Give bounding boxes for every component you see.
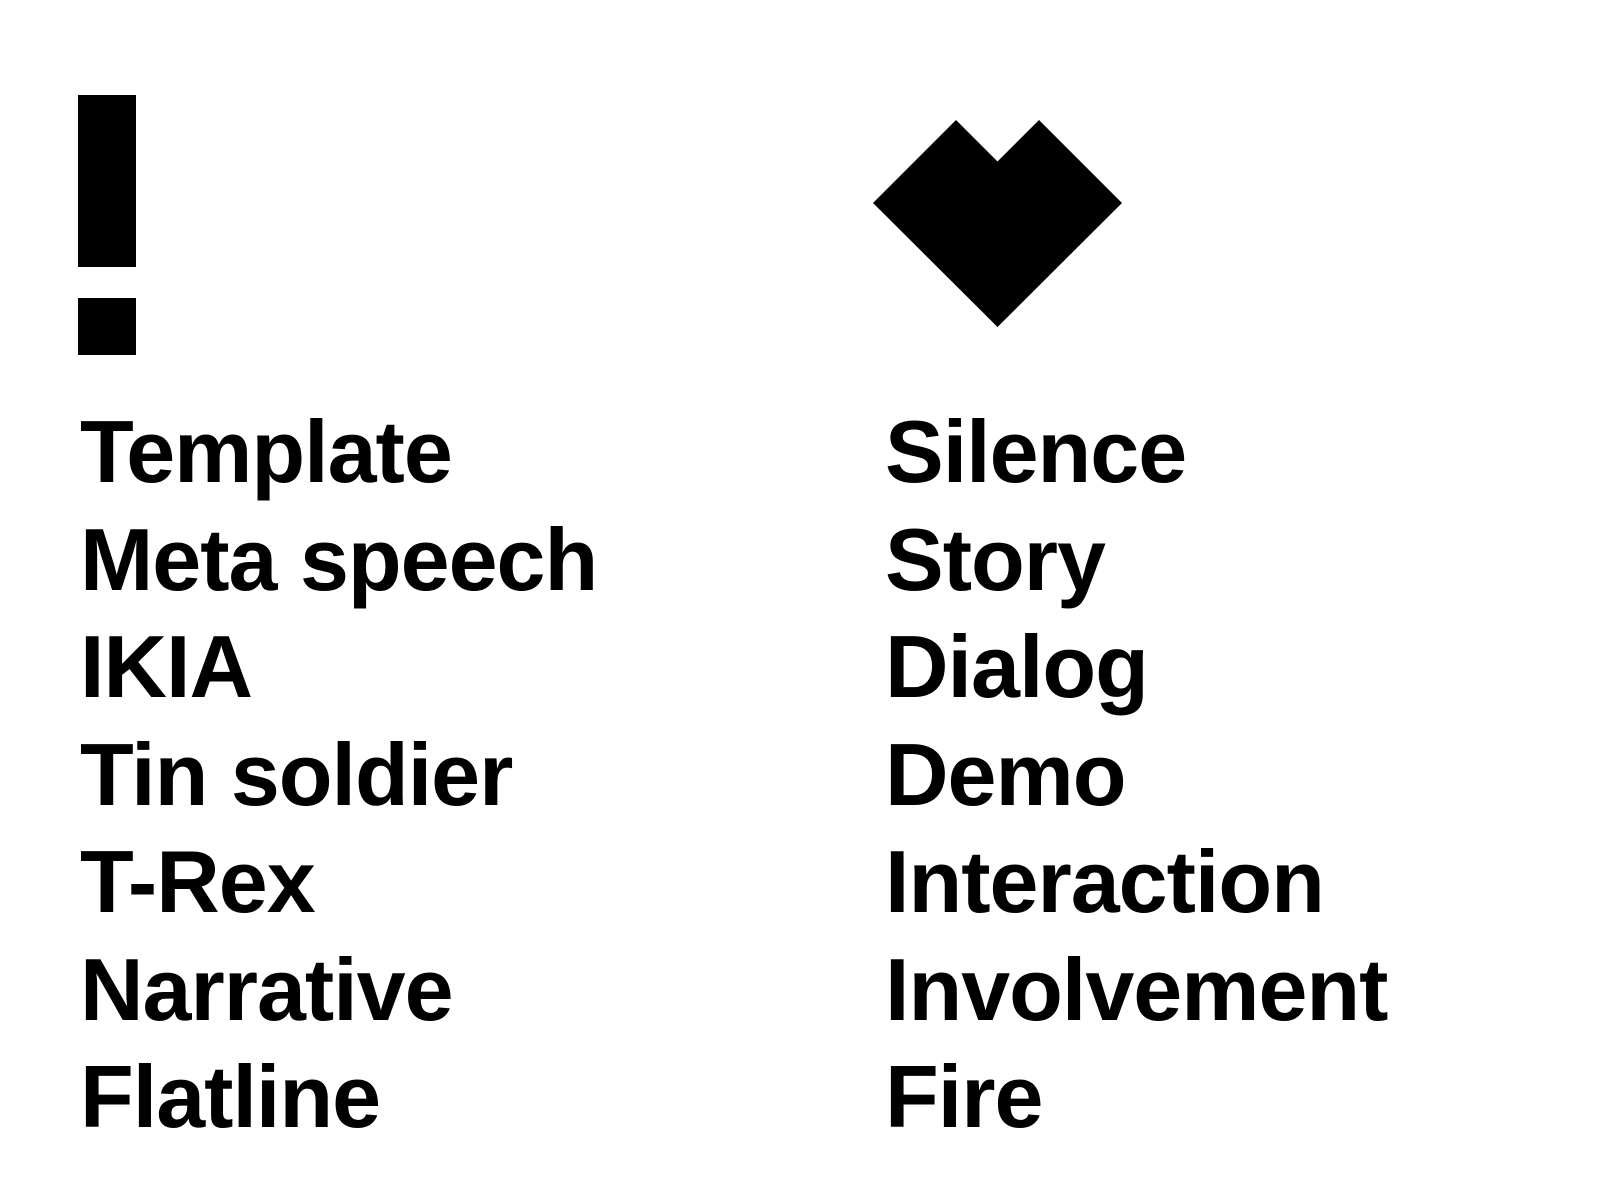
heart-icon	[873, 120, 1122, 327]
list-item: Silence	[885, 402, 1187, 501]
right-word-list: Silence Story Dialog Demo Interaction In…	[885, 398, 1388, 1151]
list-item: Involvement	[885, 939, 1388, 1039]
list-item: Flatline	[80, 1047, 381, 1146]
list-item: IKIA	[80, 617, 253, 716]
list-item: Meta speech	[80, 509, 598, 609]
list-item: Interaction	[885, 832, 1325, 931]
list-item: Tin soldier	[80, 724, 513, 824]
left-word-list: Template Meta speech IKIA Tin soldier T-…	[80, 398, 598, 1151]
list-item: Demo	[885, 724, 1127, 824]
list-item: Template	[80, 402, 453, 501]
list-item: Story	[885, 509, 1106, 609]
left-column: Template Meta speech IKIA Tin soldier T-…	[78, 95, 598, 1151]
exclamation-icon	[78, 95, 136, 355]
right-column: Silence Story Dialog Demo Interaction In…	[800, 0, 1600, 1200]
list-item: Narrative	[80, 939, 454, 1039]
list-item: Fire	[885, 1047, 1043, 1146]
list-item: T-Rex	[80, 832, 316, 931]
list-item: Dialog	[885, 617, 1149, 716]
